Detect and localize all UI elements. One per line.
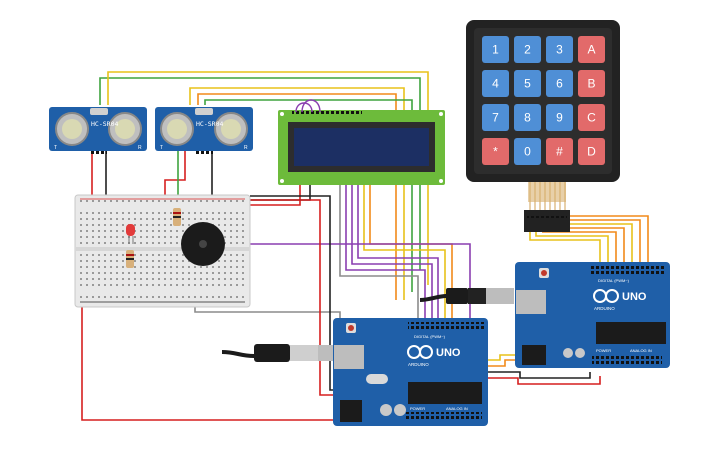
keypad-key-label: 4 bbox=[492, 77, 499, 91]
wire-kp-4 bbox=[548, 227, 625, 268]
keypad-key-0[interactable]: 0 bbox=[514, 138, 541, 165]
sensor-1-pin-t: T bbox=[54, 145, 57, 151]
wire-lcd-purple2 bbox=[351, 185, 433, 320]
resistor-2[interactable] bbox=[126, 250, 134, 268]
keypad-key-label: * bbox=[493, 145, 498, 159]
wires bbox=[81, 71, 649, 425]
wire-purple-buzzer bbox=[140, 243, 471, 320]
wire-orange-2 bbox=[197, 93, 397, 300]
keypad-key-label: A bbox=[587, 43, 595, 57]
arduino-right-power-label: POWER bbox=[596, 348, 611, 353]
keypad-key-8[interactable]: 8 bbox=[514, 104, 541, 131]
arduino-uno-left[interactable]: DIGITAL (PWM~) UNO ARDUINO POWER ANALOG … bbox=[333, 318, 488, 426]
keypad-key-9[interactable]: 9 bbox=[546, 104, 573, 131]
keypad-ribbon bbox=[529, 182, 566, 210]
keypad-key-label: 3 bbox=[556, 43, 563, 57]
wire-ard-red bbox=[475, 376, 601, 385]
lcd-loop-wires bbox=[295, 99, 321, 113]
keypad-key-label: 7 bbox=[492, 111, 499, 125]
wire-ard-black bbox=[470, 371, 591, 379]
sensor-2-pin-r: R bbox=[244, 145, 248, 151]
arduino-left-power-label: POWER bbox=[410, 406, 425, 411]
wire-lcd-gray bbox=[339, 185, 419, 320]
wire-lcd-purple1 bbox=[345, 185, 426, 320]
red-led[interactable] bbox=[126, 224, 135, 244]
sensor-2-pin-t: T bbox=[160, 145, 163, 151]
arduino-left-brand: ARDUINO bbox=[408, 362, 429, 367]
wire-lcd-black bbox=[250, 185, 311, 201]
ultrasonic-sensor-1[interactable]: HC-SR04 T R bbox=[49, 107, 147, 156]
keypad-key-label: # bbox=[556, 145, 563, 159]
ultrasonic-sensor-2[interactable]: HC-SR04 T R bbox=[155, 107, 253, 156]
arduino-left-model: UNO bbox=[436, 347, 461, 359]
keypad-key-label: C bbox=[587, 111, 596, 125]
piezo-buzzer[interactable] bbox=[181, 222, 225, 266]
resistor-1[interactable] bbox=[173, 208, 181, 226]
arduino-right-logo bbox=[593, 289, 619, 303]
arduino-right-digital-label: DIGITAL (PWM~) bbox=[598, 278, 630, 283]
wire-red-s2 bbox=[164, 150, 186, 200]
keypad-key-label: 1 bbox=[492, 43, 499, 57]
keypad-key-6[interactable]: 6 bbox=[546, 70, 573, 97]
usb-cable-right[interactable] bbox=[419, 288, 514, 304]
keypad-key-label: 5 bbox=[524, 77, 531, 91]
keypad-key-2[interactable]: 2 bbox=[514, 36, 541, 63]
wire-kp-2 bbox=[535, 232, 609, 268]
keypad-4x4[interactable]: 1 2 3 A 4 5 6 B 7 8 9 C * 0 # D bbox=[466, 20, 620, 232]
arduino-uno-right[interactable]: DIGITAL (PWM~) UNO ARDUINO POWER ANALOG … bbox=[515, 262, 670, 368]
keypad-keys: 1 2 3 A 4 5 6 B 7 8 9 C * 0 # D bbox=[482, 36, 605, 165]
arduino-right-analog-label: ANALOG IN bbox=[630, 348, 652, 353]
keypad-key-a[interactable]: A bbox=[578, 36, 605, 63]
keypad-key-star[interactable]: * bbox=[482, 138, 509, 165]
wire-lcd-yellow bbox=[363, 185, 446, 320]
keypad-key-3[interactable]: 3 bbox=[546, 36, 573, 63]
keypad-key-5[interactable]: 5 bbox=[514, 70, 541, 97]
keypad-key-c[interactable]: C bbox=[578, 104, 605, 131]
keypad-key-label: B bbox=[587, 77, 595, 91]
arduino-right-brand: ARDUINO bbox=[594, 306, 615, 311]
sensor-1-pin-r: R bbox=[138, 145, 142, 151]
keypad-key-label: D bbox=[587, 145, 596, 159]
keypad-key-4[interactable]: 4 bbox=[482, 70, 509, 97]
keypad-key-label: 8 bbox=[524, 111, 531, 125]
arduino-right-model: UNO bbox=[622, 291, 647, 303]
keypad-key-d[interactable]: D bbox=[578, 138, 605, 165]
keypad-key-1[interactable]: 1 bbox=[482, 36, 509, 63]
wire-lcd-purple3 bbox=[357, 185, 439, 320]
wire-lcd-orange bbox=[369, 185, 453, 320]
wire-kp-7 bbox=[566, 215, 649, 268]
keypad-key-label: 2 bbox=[524, 43, 531, 57]
arduino-left-logo bbox=[407, 345, 433, 359]
wire-yellow-2 bbox=[189, 87, 405, 300]
wire-kp-6 bbox=[560, 219, 641, 268]
arduino-left-digital-label: DIGITAL (PWM~) bbox=[414, 334, 446, 339]
sensor-1-label: HC-SR04 bbox=[91, 120, 118, 128]
keypad-key-7[interactable]: 7 bbox=[482, 104, 509, 131]
lcd-16x2[interactable] bbox=[278, 99, 445, 185]
keypad-key-label: 0 bbox=[524, 145, 531, 159]
wire-kp-5 bbox=[554, 223, 633, 268]
keypad-key-hash[interactable]: # bbox=[546, 138, 573, 165]
sensor-2-label: HC-SR04 bbox=[196, 120, 223, 128]
keypad-key-label: 9 bbox=[556, 111, 563, 125]
wire-kp-1 bbox=[529, 232, 601, 268]
keypad-key-label: 6 bbox=[556, 77, 563, 91]
keypad-key-b[interactable]: B bbox=[578, 70, 605, 97]
arduino-left-analog-label: ANALOG IN bbox=[446, 406, 468, 411]
